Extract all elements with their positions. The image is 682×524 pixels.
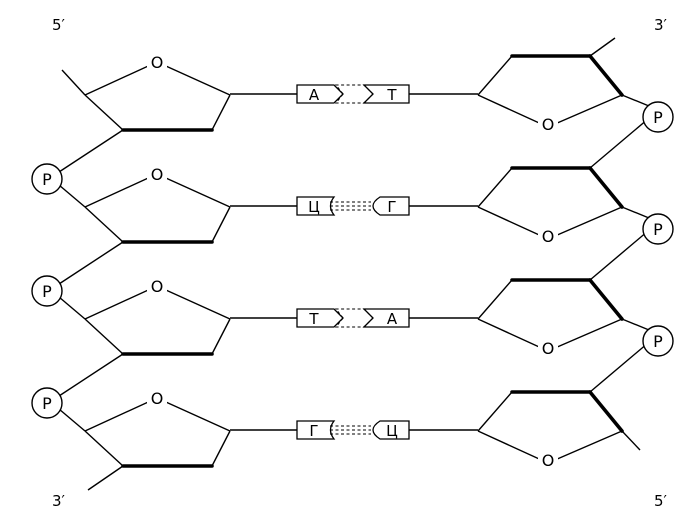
hydrogen-bond xyxy=(334,84,374,95)
ring-oxygen-label: O xyxy=(542,115,555,134)
phosphodiester-bond xyxy=(58,353,124,397)
ring-oxygen-label: O xyxy=(151,165,164,184)
hydrogen-bond xyxy=(334,317,374,328)
phosphate-label: P xyxy=(42,170,52,189)
base-left-shape xyxy=(296,420,336,440)
right-sugar-4: O xyxy=(477,342,649,470)
right-sugar-1: O xyxy=(477,37,650,134)
base-left-label: Т xyxy=(308,310,319,328)
label-5prime-top-left: 5′ xyxy=(52,16,66,34)
right-sugar-2: O xyxy=(477,118,650,246)
phosphodiester-bond xyxy=(58,296,86,320)
base-right-label: Г xyxy=(387,198,396,216)
ring-oxygen-label: O xyxy=(542,227,555,246)
hydrogen-bond xyxy=(334,308,374,319)
base-right-label: Т xyxy=(386,86,397,104)
ring-oxygen-label: O xyxy=(542,339,555,358)
right-strand: O O O O P P P xyxy=(477,37,674,470)
base-left-shape xyxy=(296,196,336,216)
base-right-shape xyxy=(372,420,410,440)
left-phosphate-3: P xyxy=(31,387,63,419)
phosphodiester-bond xyxy=(589,342,649,393)
right-sugar-3: O xyxy=(477,230,650,358)
hydrogen-bond xyxy=(334,93,374,104)
phosphate-label: P xyxy=(42,282,52,301)
phosphodiester-bond xyxy=(621,94,650,107)
right-phosphate-3: P xyxy=(642,325,674,357)
base-left-label: Г xyxy=(309,422,318,440)
phosphodiester-bond xyxy=(58,241,124,285)
left-strand: O O O O P P P xyxy=(31,53,231,491)
left-phosphate-2: P xyxy=(31,275,63,307)
phosphodiester-bond xyxy=(58,184,86,208)
left-sugar-1: O xyxy=(58,53,231,173)
phosphate-label: P xyxy=(653,220,663,239)
base-left-shape xyxy=(296,308,344,328)
label-5prime-bottom-right: 5′ xyxy=(654,492,668,510)
left-phosphate-1: P xyxy=(31,163,63,195)
right-phosphate-1: P xyxy=(642,101,674,133)
base-left-shape xyxy=(296,84,344,104)
label-3prime-bottom-left: 3′ xyxy=(52,492,66,510)
ring-oxygen-label: O xyxy=(151,389,164,408)
ring-oxygen-label: O xyxy=(151,277,164,296)
ring-oxygen-label: O xyxy=(151,53,164,72)
base-right-label: А xyxy=(387,310,398,328)
right-phosphate-2: P xyxy=(642,213,674,245)
left-sugar-4: O xyxy=(58,389,231,491)
phosphodiester-bond xyxy=(621,318,650,331)
phosphodiester-bond xyxy=(621,206,650,219)
label-3prime-top-right: 3′ xyxy=(654,16,668,34)
base-left-label: А xyxy=(309,86,320,104)
left-sugar-3: O xyxy=(58,277,231,397)
base-right-shape xyxy=(372,196,410,216)
phosphodiester-bond xyxy=(58,129,124,173)
phosphate-label: P xyxy=(653,108,663,127)
left-sugar-2: O xyxy=(58,165,231,285)
phosphodiester-bond xyxy=(589,230,649,281)
ring-oxygen-label: O xyxy=(542,451,555,470)
base-right-label: Ц xyxy=(386,422,398,440)
phosphate-label: P xyxy=(653,332,663,351)
phosphate-label: P xyxy=(42,394,52,413)
phosphodiester-bond xyxy=(58,408,86,432)
base-left-label: Ц xyxy=(308,198,320,216)
phosphodiester-bond xyxy=(589,118,649,169)
